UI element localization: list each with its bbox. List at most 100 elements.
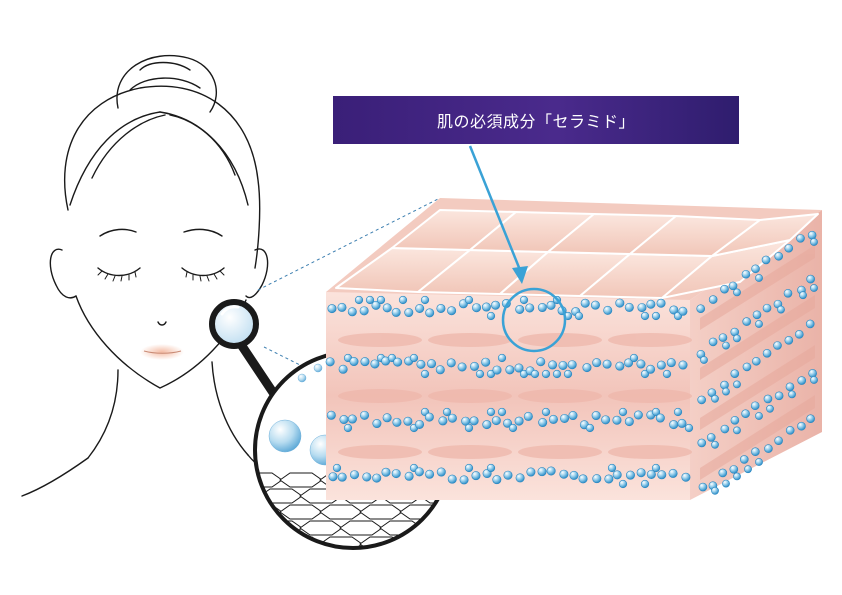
ceramide-bead (391, 307, 401, 317)
zoom-cell (399, 536, 443, 548)
ceramide-bead (810, 238, 818, 246)
ceramide-bead (459, 475, 469, 485)
ceramide-bead (343, 423, 353, 433)
ceramide-bead (332, 463, 342, 473)
ceramide-bead (425, 308, 435, 318)
ceramide-bead (720, 380, 729, 390)
ceramide-bead (420, 295, 430, 305)
ceramide-bead (666, 358, 676, 368)
ceramide-bead (436, 467, 446, 477)
ceramide-bead (637, 303, 647, 313)
ceramide-bead (393, 357, 403, 367)
ceramide-bead (339, 415, 349, 425)
ceramide-bead (677, 418, 687, 428)
ceramide-bead (548, 360, 558, 370)
cell-band (518, 445, 602, 459)
ceramide-bead (764, 444, 773, 453)
ceramide-bead (446, 358, 456, 368)
ceramide-bead (722, 387, 730, 396)
ceramide-bead (414, 467, 424, 477)
ceramide-bead (806, 274, 815, 284)
ceramide-bead (697, 395, 706, 405)
ceramide-bead (636, 359, 646, 369)
ceramide-bead (327, 304, 337, 314)
ceramide-bead (739, 455, 749, 464)
ceramide-bead (784, 243, 794, 253)
ceramide-bead (438, 416, 448, 426)
ceramide-bead (505, 365, 515, 375)
ceramide-bead (646, 364, 656, 374)
zoom-cell (339, 520, 383, 536)
ceramide-bead (733, 426, 741, 435)
side-cell-band (700, 295, 815, 380)
cell-band (608, 389, 692, 403)
ceramide-bead (763, 394, 773, 404)
zoom-cell (460, 521, 502, 535)
ceramide-bead (382, 413, 392, 423)
ceramide-bead (604, 474, 614, 484)
ceramide-bead (806, 414, 815, 424)
zoom-cell (359, 504, 403, 520)
ceramide-bead (590, 300, 600, 310)
ceramide-bead (365, 295, 375, 305)
ceramide-bead (602, 359, 612, 369)
ceramide-bead (354, 295, 364, 305)
lips (140, 344, 184, 360)
ceramide-bead (591, 411, 601, 421)
ceramide-bead (447, 306, 457, 316)
ceramide-label: 肌の必須成分「セラミド」 (436, 112, 635, 131)
ceramide-bead (568, 411, 578, 421)
ceramide-bead (404, 308, 414, 318)
ceramide-bead (662, 369, 672, 379)
ceramide-bead (427, 359, 437, 369)
ceramide-bead (720, 424, 730, 434)
ceramide-bead (464, 463, 474, 473)
ceramide-bead (537, 303, 547, 313)
ceramide-bead (612, 470, 622, 480)
ceramide-bead (722, 479, 730, 488)
ceramide-bead (673, 407, 683, 417)
ceramide-bead (530, 369, 540, 379)
ceramide-bead (558, 360, 568, 370)
ceramide-bead (409, 353, 419, 363)
ceramide-bead (404, 471, 414, 481)
ceramide-bead (436, 303, 446, 313)
cell-band (428, 389, 512, 403)
ceramide-bead (523, 411, 533, 421)
ceramide-bead (744, 465, 752, 474)
ceramide-bead (612, 415, 622, 425)
cell-band (428, 445, 512, 459)
ceramide-bead (799, 291, 807, 300)
ceramide-bubble-icon (297, 373, 307, 383)
ceramide-bead (381, 467, 391, 477)
ceramide-bead (492, 475, 502, 485)
ceramide-bead (785, 426, 795, 435)
ceramide-bead (537, 467, 547, 477)
ceramide-bead (797, 376, 807, 385)
ceramide-bead (328, 472, 338, 482)
ceramide-bead (640, 311, 650, 321)
ceramide-bead (678, 360, 688, 370)
ceramide-bead (766, 404, 774, 413)
ceramide-bead (578, 474, 588, 484)
ceramide-bead (698, 482, 708, 492)
ceramide-bead (633, 410, 643, 420)
ceramide-bead (636, 468, 646, 478)
ceramide-bead (741, 409, 750, 418)
ceramide-bead (807, 230, 817, 240)
ceramide-bead (359, 306, 369, 316)
ceramide-bead (442, 407, 452, 417)
ceramide-bead (624, 358, 634, 368)
zoom-cell (255, 536, 283, 548)
ceramide-bead (755, 320, 763, 328)
ceramide-bead (482, 420, 492, 430)
ceramide-bead (360, 410, 370, 420)
ceramide-bead (486, 407, 496, 417)
ceramide-bead (491, 300, 501, 310)
ceramide-bead (416, 359, 426, 369)
ceramide-bead (514, 416, 524, 426)
zoom-cell (279, 504, 323, 520)
ceramide-bead (371, 300, 381, 310)
ceramide-bead (563, 369, 573, 379)
